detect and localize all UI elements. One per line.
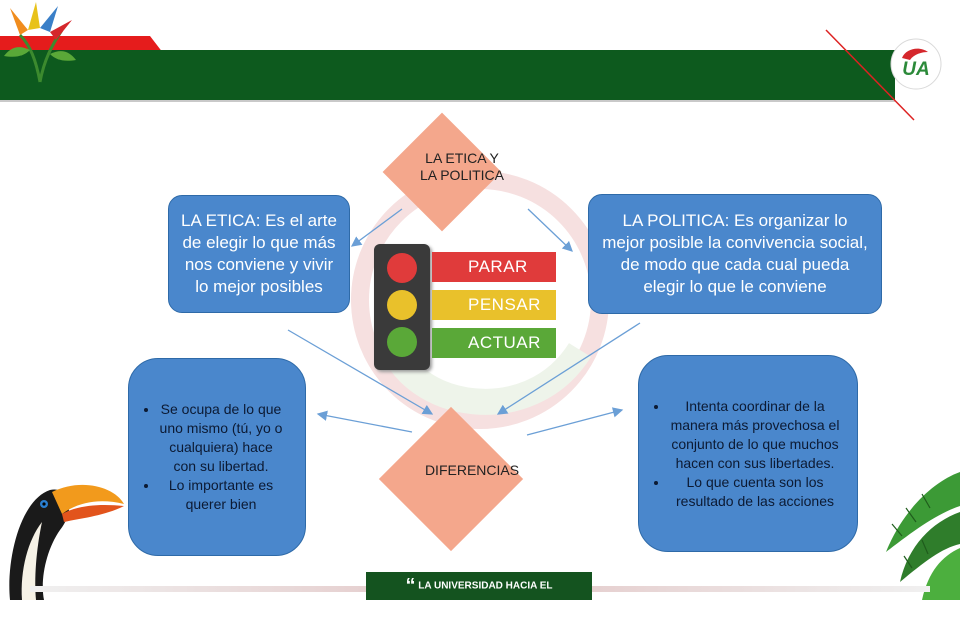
act-label: ACTUAR <box>432 328 556 358</box>
footer-slogan: “ LA UNIVERSIDAD HACIA EL POSCONFLICTO ” <box>366 572 592 626</box>
traffic-light-green <box>387 327 417 357</box>
politics-definition-box: LA POLITICA: Es organizar lo mejor posib… <box>588 194 882 314</box>
think-label: PENSAR <box>432 290 556 320</box>
ethics-characteristics-box: Se ocupa de lo que uno mismo (tú, yo o c… <box>128 358 306 556</box>
toucan-decoration-icon <box>9 484 124 600</box>
list-item: Intenta coordinar de la manera más prove… <box>669 397 841 473</box>
politics-characteristics-list: Intenta coordinar de la manera más prove… <box>639 397 857 511</box>
traffic-light-icon <box>374 244 430 370</box>
politics-characteristics-box: Intenta coordinar de la manera más prove… <box>638 355 858 552</box>
flower-decoration-icon <box>4 2 76 83</box>
palm-leaves-decoration-icon <box>886 472 960 600</box>
header-green-banner <box>0 50 895 100</box>
title-line-2: LA POLITICA <box>419 167 505 183</box>
traffic-light-red <box>387 253 417 283</box>
university-logo-icon: UA <box>890 38 942 90</box>
svg-text:UA: UA <box>902 59 929 80</box>
ethics-characteristics-list: Se ocupa de lo que uno mismo (tú, yo o c… <box>129 400 305 514</box>
differences-label: DIFERENCIAS <box>424 462 520 478</box>
title-line-1: LA ETICA Y <box>425 150 499 166</box>
traffic-light-yellow <box>387 290 417 320</box>
ethics-definition-box: LA ETICA: Es el arte de elegir lo que má… <box>168 195 350 313</box>
politics-definition-text: LA POLITICA: Es organizar lo mejor posib… <box>602 211 868 296</box>
list-item: Lo que cuenta son los resultado de las a… <box>669 473 841 511</box>
diagonal-accent-line <box>825 29 915 121</box>
open-quote-icon: “ <box>405 575 416 597</box>
list-item: Se ocupa de lo que uno mismo (tú, yo o c… <box>159 400 283 476</box>
stop-label: PARAR <box>432 252 556 282</box>
header-underline <box>0 100 895 102</box>
footer-slogan-text: LA UNIVERSIDAD HACIA EL POSCONFLICTO <box>418 580 553 621</box>
list-item: Lo importante es querer bien <box>159 476 283 514</box>
connector-arrows <box>287 208 641 436</box>
close-quote-icon: ” <box>515 603 526 626</box>
title-diamond-label: LA ETICA Y LA POLITICA <box>392 150 532 184</box>
ethics-definition-text: LA ETICA: Es el arte de elegir lo que má… <box>181 211 337 296</box>
